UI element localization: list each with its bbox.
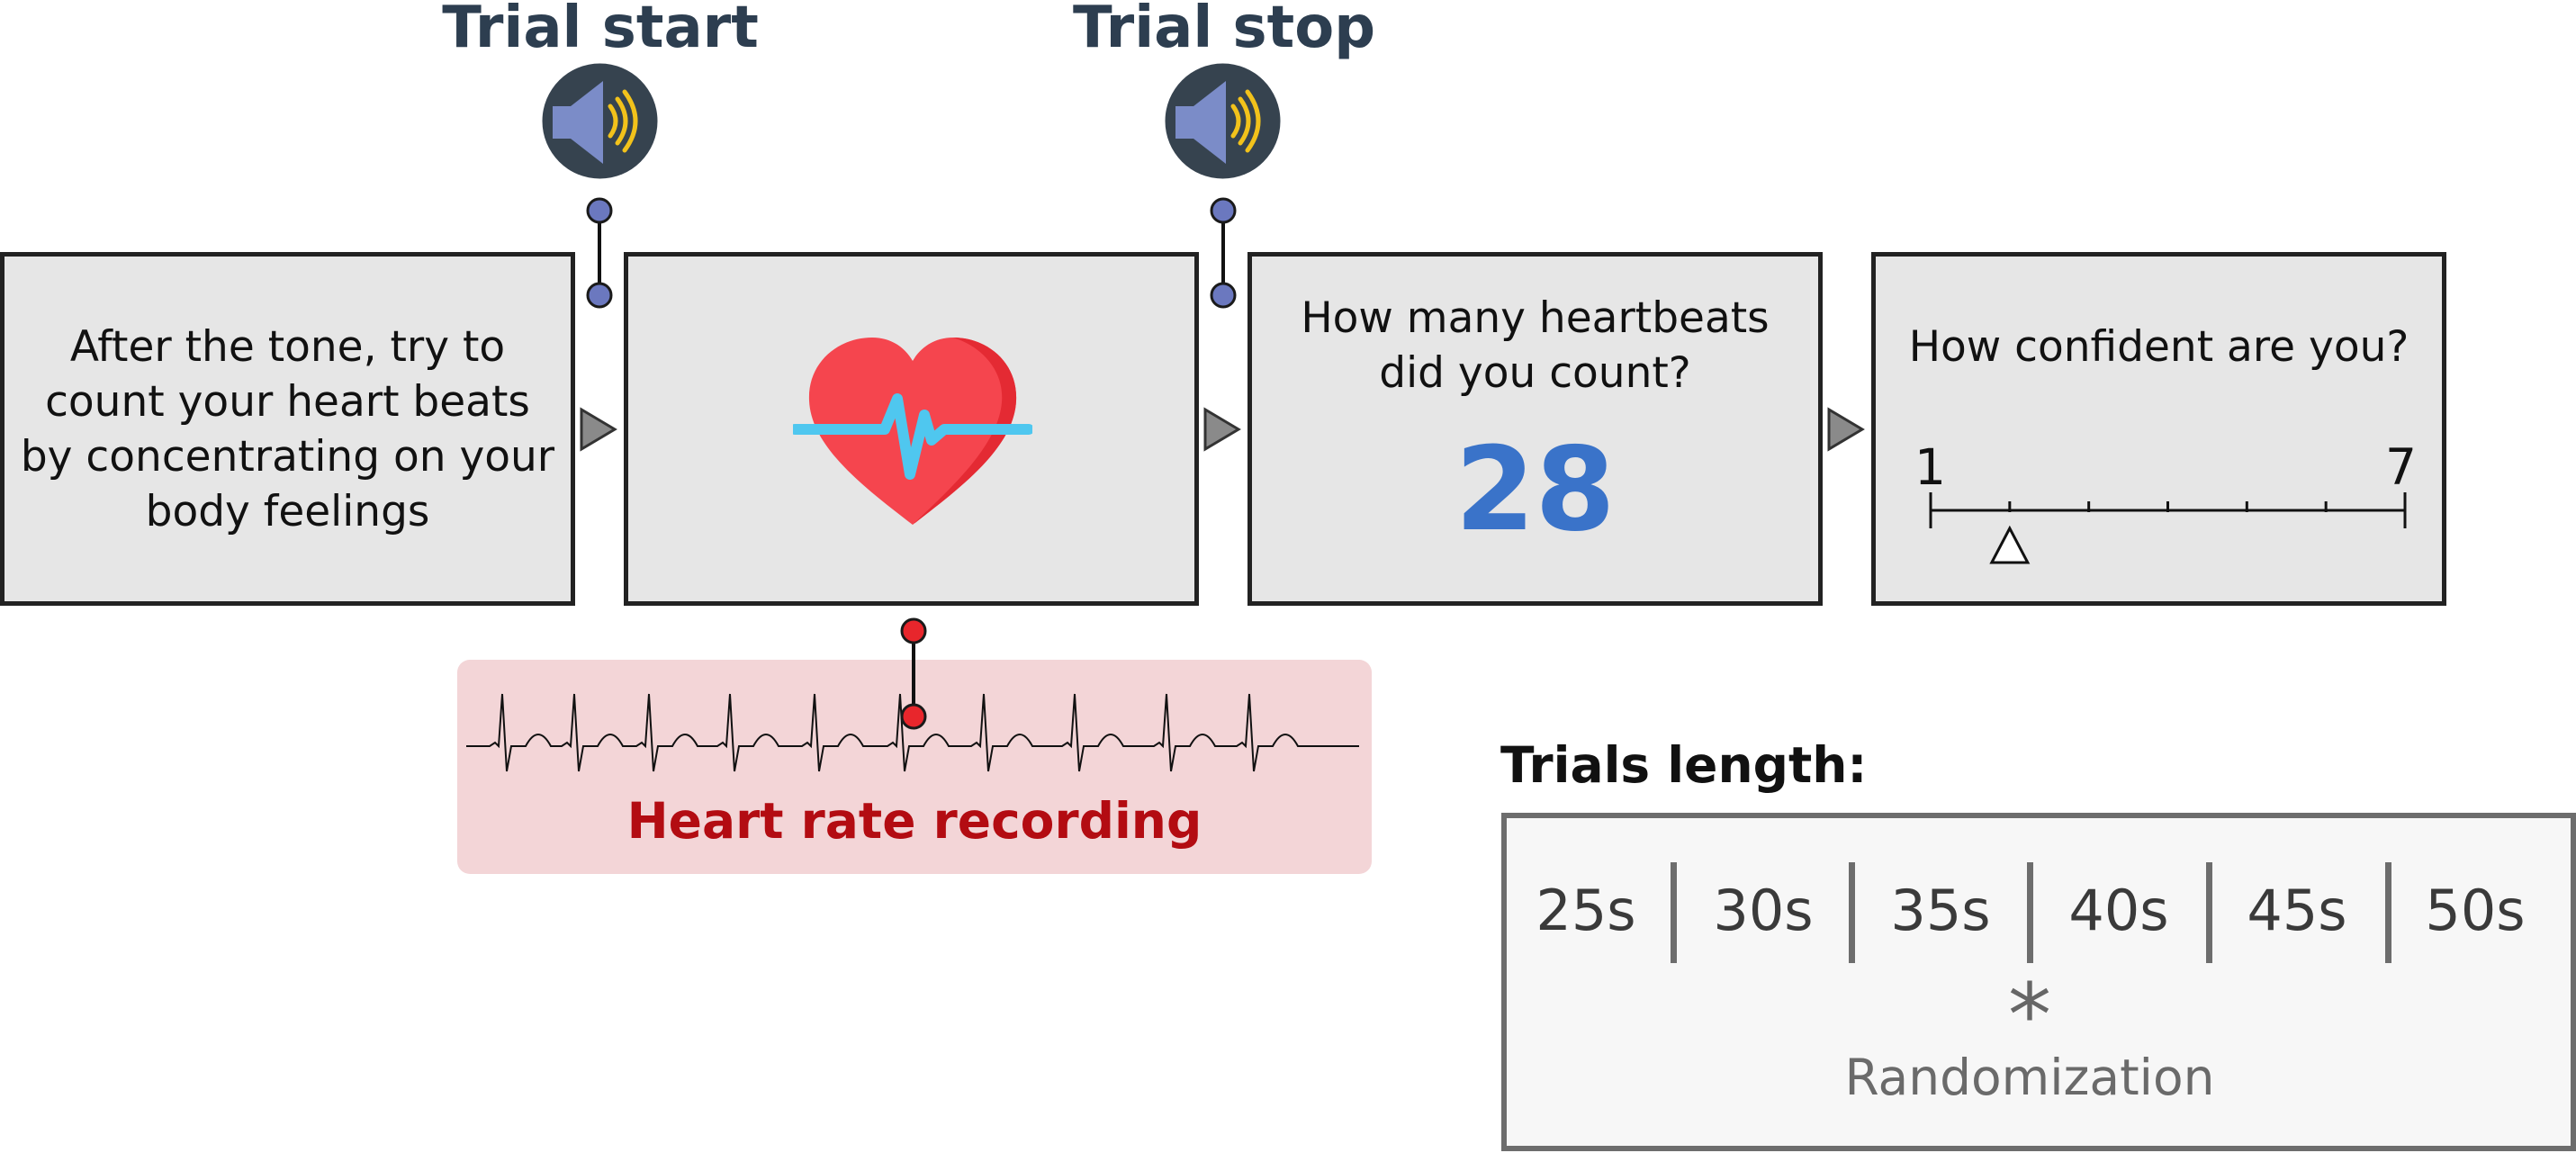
randomization-label: Randomization [1844, 1049, 2215, 1106]
triangle-right-arrow-icon [1203, 407, 1241, 452]
confidence-panel: How confident are you? 1 7 [1871, 252, 2446, 606]
heart-rate-recording-label: Heart rate recording [626, 792, 1202, 850]
count-question: How many heartbeats did you count? [1301, 293, 1770, 398]
trial-stop-connector [1210, 197, 1237, 309]
trial-length-option: 25s [1536, 878, 1636, 943]
trial-length-divider [2206, 862, 2212, 963]
scale-marker[interactable] [1989, 525, 2031, 564]
instruction-text: After the tone, try to count your heart … [20, 322, 555, 536]
heartbeat-panel [624, 252, 1199, 606]
trial-length-divider [1671, 862, 1677, 963]
heart-with-ecg-icon [793, 338, 1032, 525]
trial-length-divider [2027, 862, 2033, 963]
scale-min-label: 1 [1914, 438, 1946, 496]
ecg-trace [466, 693, 1359, 772]
trial-start-connector [586, 197, 613, 309]
trial-stop-label: Trial stop [1073, 0, 1375, 61]
confidence-question: How confident are you? [1908, 322, 2409, 372]
trial-length-divider [1849, 862, 1855, 963]
count-panel: How many heartbeats did you count? 28 [1247, 252, 1823, 606]
trial-length-divider [2385, 862, 2391, 963]
trials-length-title: Trials length: [1500, 736, 1868, 794]
trial-length-option: 45s [2247, 878, 2347, 943]
trial-length-option: 35s [1890, 878, 1991, 943]
trial-length-option: 40s [2068, 878, 2169, 943]
trial-length-option: 30s [1713, 878, 1814, 943]
trials-length-box [1501, 813, 2576, 1151]
count-answer: 28 [1455, 423, 1616, 557]
scale-max-label: 7 [2385, 438, 2417, 496]
instruction-panel: After the tone, try to count your heart … [0, 252, 575, 606]
trial-start-label: Trial start [442, 0, 759, 61]
recording-connector [900, 617, 927, 730]
speaker-icon [542, 63, 658, 179]
confidence-scale[interactable] [1876, 492, 2442, 591]
triangle-right-arrow-icon [580, 407, 617, 452]
triangle-right-arrow-icon [1827, 407, 1865, 452]
speaker-icon [1165, 63, 1281, 179]
randomization-symbol: * [2008, 965, 2051, 1066]
trial-length-option: 50s [2425, 878, 2526, 943]
